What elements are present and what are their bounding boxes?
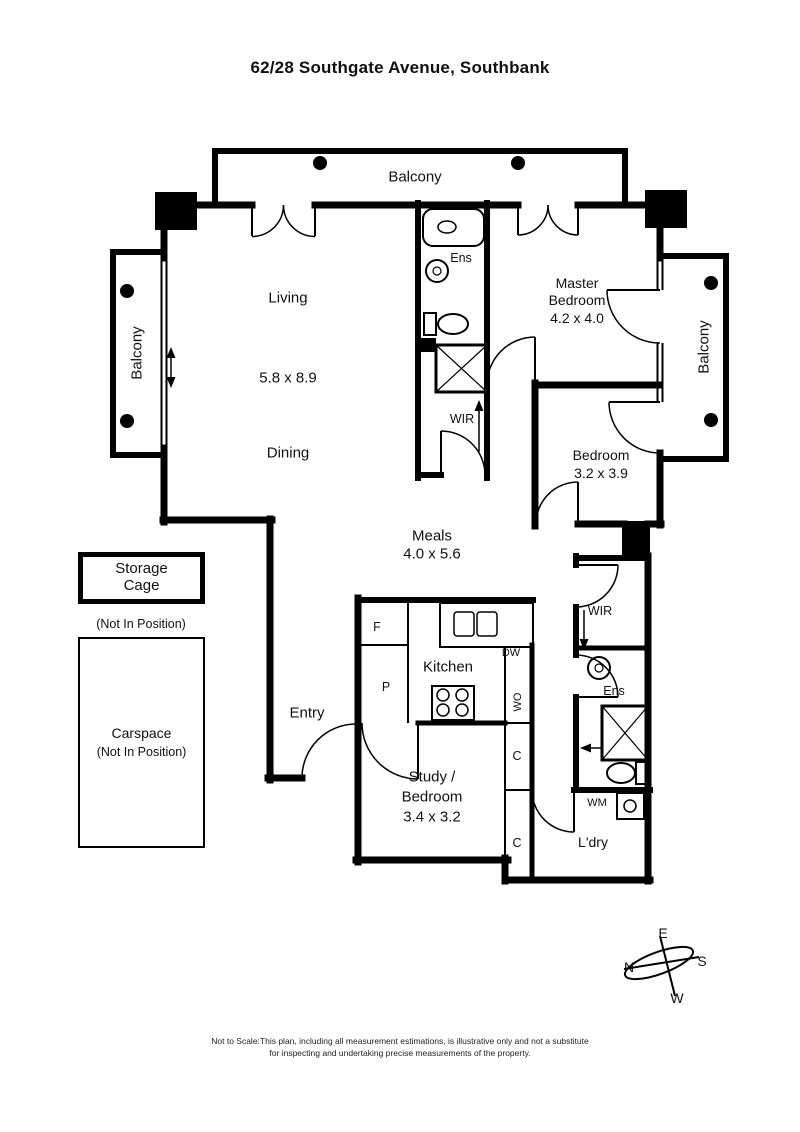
disclaimer-line-2: for inspecting and undertaking precise m… [269, 1048, 531, 1058]
storage-cage-label-2: Cage [123, 577, 160, 594]
wir-top-label: WIR [449, 412, 475, 426]
toilet-icon-ens-top [423, 312, 469, 336]
balcony-column-dots [120, 156, 718, 428]
page-title: 62/28 Southgate Avenue, Southbank [250, 58, 550, 77]
door-swings [251, 204, 661, 833]
meals-label: Meals [411, 527, 453, 545]
living-dims-label: 5.8 x 8.9 [259, 369, 317, 387]
structural-columns [155, 190, 687, 561]
living-label: Living [268, 289, 308, 307]
fridge-label: F [373, 620, 381, 634]
study-dims-label: 3.4 x 3.2 [403, 808, 461, 826]
shower-icon-ens-right [600, 704, 650, 762]
ens-top-label: Ens [450, 251, 472, 265]
master-bedroom-dims-label: 4.2 x 4.0 [550, 310, 604, 326]
carspace-box: Carspace (Not In Position) [78, 637, 205, 848]
stove-icon [431, 685, 475, 721]
storage-cage-box: Storage Cage [78, 552, 205, 604]
balcony-left-label: Balcony [128, 326, 146, 380]
kitchen-label: Kitchen [422, 658, 474, 676]
bedroom-label: Bedroom [572, 447, 630, 463]
toilet-icon-ens-right [606, 761, 649, 785]
compass-south-label: S [697, 953, 707, 969]
storage-note-label: (Not In Position) [96, 617, 186, 631]
balcony-right-label: Balcony [695, 320, 713, 374]
wir-right-label: WIR [587, 604, 613, 618]
basin-icon-ens-top [425, 259, 449, 283]
disclaimer-line-1: Not to Scale:This plan, including all me… [211, 1036, 589, 1046]
storage-cage-label-1: Storage [115, 560, 168, 578]
compass-west-label: W [670, 990, 684, 1006]
carspace-label: Carspace [111, 724, 172, 741]
bath-icon [422, 208, 485, 247]
meals-dims-label: 4.0 x 5.6 [403, 545, 461, 563]
dishwasher-label: DW [501, 647, 521, 659]
disclaimer: Not to Scale:This plan, including all me… [0, 1035, 800, 1059]
study-label-2: Bedroom [401, 788, 463, 806]
walls [110, 148, 729, 885]
kitchen-counter [358, 602, 534, 723]
window-lines [160, 256, 664, 450]
cupboard-strip [504, 648, 532, 858]
balcony-top-label: Balcony [388, 168, 442, 186]
master-bedroom-label-1: Master [555, 275, 599, 291]
compass-east-label: E [658, 925, 668, 941]
washing-machine-icon [616, 792, 645, 820]
bedroom-dims-label: 3.2 x 3.9 [574, 465, 628, 481]
compass-rose [623, 935, 700, 997]
cupboard-label-2: C [512, 836, 522, 850]
master-bedroom-label-2: Bedroom [548, 292, 606, 308]
study-label-1: Study / [408, 768, 456, 786]
laundry-label: L'dry [578, 834, 608, 850]
cupboard-label-1: C [512, 749, 522, 763]
sink-icon [453, 611, 498, 637]
wall-oven-label: WO [512, 692, 524, 712]
carspace-note-label: (Not In Position) [96, 744, 187, 759]
dining-label: Dining [266, 444, 310, 462]
direction-arrows [166, 347, 601, 753]
entry-label: Entry [289, 704, 325, 722]
basin-icon-ens-right [587, 656, 611, 680]
compass-north-label: N [623, 959, 635, 975]
washing-machine-label: WM [587, 797, 607, 809]
pantry-label: P [381, 680, 391, 694]
ens-right-label: Ens [603, 684, 625, 698]
shower-icon-ens-top [434, 343, 489, 394]
